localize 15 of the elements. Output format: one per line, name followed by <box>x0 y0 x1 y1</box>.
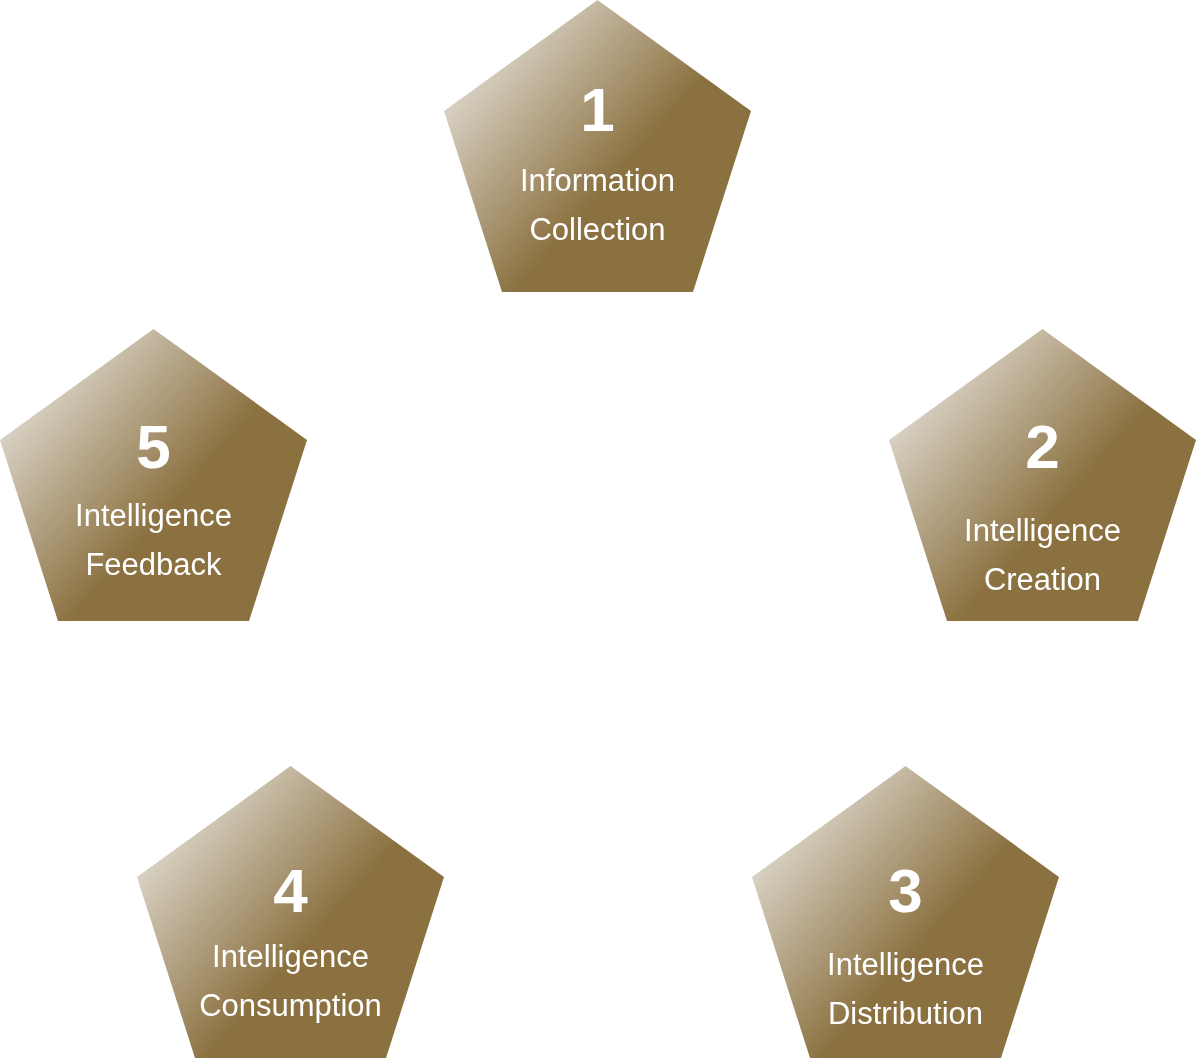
step-number: 2 <box>1025 416 1060 478</box>
step-label: Intelligence Consumption <box>198 937 383 1025</box>
step-label: Information Collection <box>518 161 677 249</box>
step-number: 5 <box>136 416 171 478</box>
pentagon-shape <box>444 0 751 292</box>
step-label: Intelligence Creation <box>963 511 1122 599</box>
step-number: 1 <box>580 79 615 141</box>
pentagon-shape <box>752 766 1059 1058</box>
pentagon-shape <box>137 766 444 1058</box>
step-label: Intelligence Feedback <box>74 496 233 584</box>
step-number: 3 <box>888 860 923 922</box>
pentagon-shape <box>889 329 1196 621</box>
step-number: 4 <box>273 860 308 922</box>
pentagon-shape <box>0 329 307 621</box>
step-label: Intelligence Distribution <box>826 945 985 1033</box>
